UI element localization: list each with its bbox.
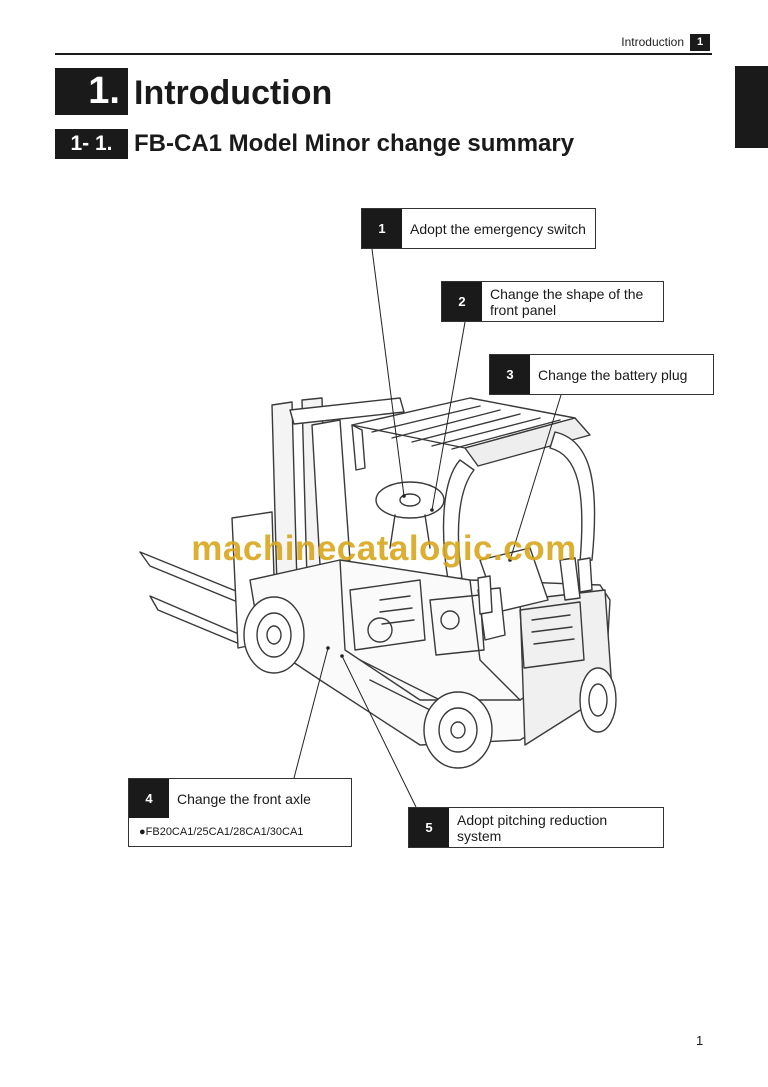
callout-1-number: 1 xyxy=(362,209,402,248)
header-rule xyxy=(55,53,712,55)
callout-4-text: Change the front axle xyxy=(177,790,311,807)
callout-3-text: Change the battery plug xyxy=(538,366,688,383)
callout-1-text: Adopt the emergency switch xyxy=(410,220,586,237)
section-title: FB-CA1 Model Minor change summary xyxy=(134,130,575,157)
page-number: 1 xyxy=(696,1033,704,1048)
callout-4-number: 4 xyxy=(129,779,169,818)
callout-3: 3 Change the battery plug xyxy=(489,354,714,395)
callout-4-model-note: ●FB20CA1/25CA1/28CA1/30CA1 xyxy=(128,818,352,847)
callout-3-number: 3 xyxy=(490,355,530,394)
callout-2-text: Change the shape of the front panel xyxy=(490,285,644,318)
chapter-title: Introduction xyxy=(134,74,333,112)
header-page-tab: 1 xyxy=(690,34,710,51)
watermark: machinecatalogic.com xyxy=(191,529,577,568)
callout-5-number: 5 xyxy=(409,808,449,847)
callout-1: 1 Adopt the emergency switch xyxy=(361,208,596,249)
header-section-label: Introduction xyxy=(621,35,684,49)
section-number: 1- 1. xyxy=(55,129,128,159)
chapter-side-tab xyxy=(735,66,768,148)
callout-2: 2 Change the shape of the front panel xyxy=(441,281,664,322)
callout-5: 5 Adopt pitching reduction system xyxy=(408,807,664,848)
callout-2-number: 2 xyxy=(442,282,482,321)
chapter-number: 1. xyxy=(55,68,128,115)
callout-5-text: Adopt pitching reduction system xyxy=(457,811,608,844)
callout-4: 4 Change the front axle xyxy=(128,778,352,819)
